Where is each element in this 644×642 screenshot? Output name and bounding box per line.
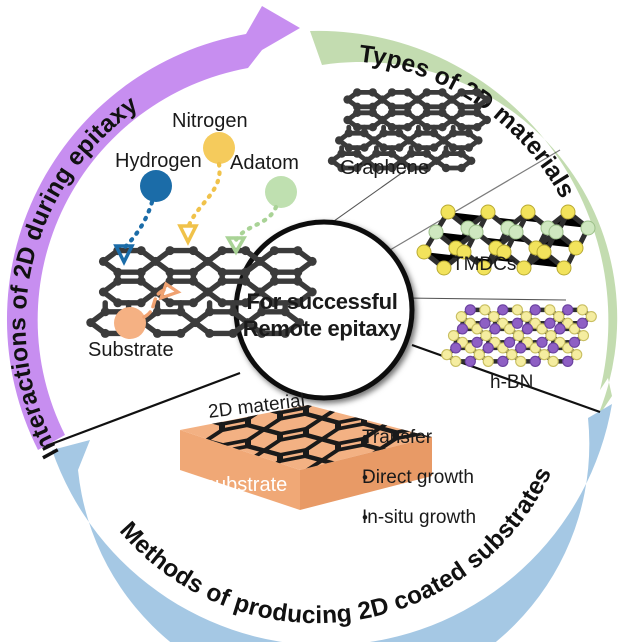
label-hbn: h-BN	[490, 372, 534, 393]
methods-list: Transfer Direct growth In-situ growth	[340, 418, 476, 538]
label-substrate-species: Substrate	[88, 339, 174, 361]
center-label-line1: For successful	[246, 289, 398, 314]
tmdc-lattice	[416, 204, 596, 276]
carbon-atoms	[86, 246, 317, 338]
interactions-illustration	[86, 132, 317, 339]
label-graphene: Graphene	[340, 157, 429, 179]
center-label-line2: Remote epitaxy	[242, 316, 402, 341]
hbn-lattice	[441, 304, 597, 367]
graphene-sheet-interactions	[86, 246, 317, 338]
list-item: In-situ growth	[362, 498, 476, 538]
list-item: Direct growth	[362, 458, 476, 498]
hydrogen-species	[113, 170, 172, 266]
block-front-face	[180, 430, 300, 510]
label-tmdcs: TMDCs	[452, 254, 517, 275]
substrate-species	[114, 281, 182, 339]
nitrogen-species	[177, 132, 235, 246]
adatom-species	[224, 176, 297, 256]
graphene-lattice	[327, 88, 491, 173]
label-hydrogen: Hydrogen	[115, 150, 202, 172]
label-adatom: Adatom	[230, 152, 299, 174]
label-nitrogen: Nitrogen	[172, 110, 248, 132]
arc-interactions	[6, 6, 300, 450]
label-substrate-block: substrate	[205, 474, 288, 496]
list-item: Transfer	[362, 418, 476, 458]
